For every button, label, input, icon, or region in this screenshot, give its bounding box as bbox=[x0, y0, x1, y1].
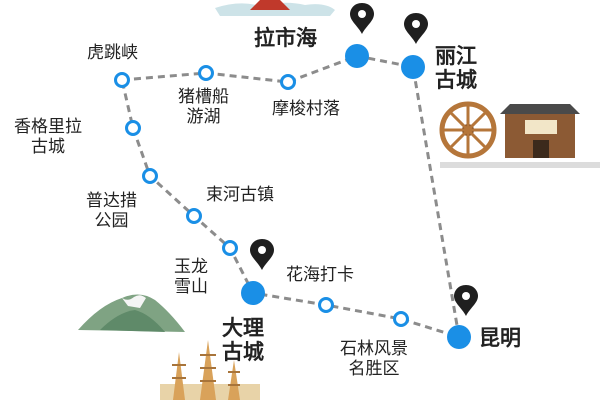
map-pin-icon bbox=[250, 239, 274, 270]
route-line bbox=[120, 54, 461, 340]
stop-mosuo-marker[interactable] bbox=[280, 74, 296, 90]
stop-zhucaochuan-marker[interactable] bbox=[198, 65, 214, 81]
map-pin-icon bbox=[454, 285, 478, 316]
map-pin-icon bbox=[404, 13, 428, 44]
stop-lashihai-marker[interactable] bbox=[345, 44, 369, 68]
stop-mosuo-label: 摩梭村落 bbox=[272, 99, 340, 119]
stop-kunming-marker[interactable] bbox=[447, 325, 471, 349]
stop-dali-marker[interactable] bbox=[241, 281, 265, 305]
stop-shangrila-marker[interactable] bbox=[125, 120, 141, 136]
stop-hutiaoxia-marker[interactable] bbox=[114, 72, 130, 88]
stop-yulong-label: 玉龙 雪山 bbox=[174, 257, 208, 297]
pagoda-illustration bbox=[160, 340, 260, 400]
lake-scene-illustration bbox=[215, 0, 335, 17]
map-pin-icon bbox=[350, 3, 374, 34]
stop-lashihai-label: 拉市海 bbox=[254, 26, 317, 50]
stop-kunming-label: 昆明 bbox=[479, 326, 521, 350]
stop-huahai-marker[interactable] bbox=[318, 297, 334, 313]
stop-pudacuo-label: 普达措 公园 bbox=[86, 191, 137, 231]
stop-huahai-label: 花海打卡 bbox=[286, 265, 354, 285]
mountain-illustration bbox=[78, 294, 185, 332]
stop-yulong-marker[interactable] bbox=[222, 240, 238, 256]
waterwheel-illustration bbox=[439, 101, 600, 168]
stop-shuhe-label: 束河古镇 bbox=[206, 185, 274, 205]
stop-pudacuo-marker[interactable] bbox=[142, 168, 158, 184]
stop-shilin-marker[interactable] bbox=[393, 311, 409, 327]
stop-lijiang-label: 丽江 古城 bbox=[435, 44, 477, 93]
stop-hutiaoxia-label: 虎跳峡 bbox=[87, 43, 138, 63]
stop-dali-label: 大理 古城 bbox=[222, 316, 264, 365]
stop-zhucaochuan-label: 猪槽船 游湖 bbox=[178, 87, 229, 127]
stop-shuhe-marker[interactable] bbox=[186, 208, 202, 224]
stop-lijiang-marker[interactable] bbox=[401, 55, 425, 79]
stop-shilin-label: 石林风景 名胜区 bbox=[340, 339, 408, 379]
stop-shangrila-label: 香格里拉 古城 bbox=[14, 117, 82, 157]
